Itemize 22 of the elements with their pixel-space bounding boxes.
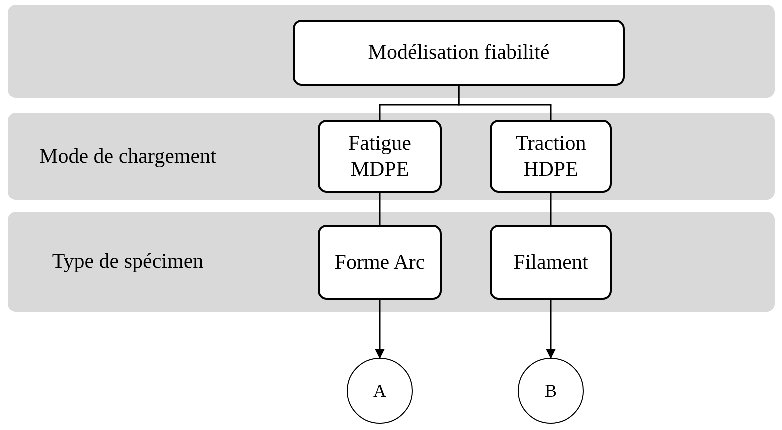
layer-band (8, 113, 775, 200)
node-label: B (544, 380, 557, 402)
node-label: Traction HDPE (514, 131, 588, 182)
process-box (293, 20, 625, 86)
arrow (375, 300, 385, 359)
layer-band (8, 5, 775, 98)
node-label: Fatigue MDPE (348, 131, 412, 182)
node-label: Modélisation fiabilité (368, 40, 550, 66)
node-label: Forme Arc (334, 250, 426, 276)
arrow (546, 300, 556, 359)
process-box (490, 120, 612, 193)
node-label: Filament (514, 250, 588, 276)
node-label: A (374, 380, 386, 402)
connector-line (379, 193, 381, 225)
process-box (318, 120, 442, 193)
connector-line (550, 193, 552, 225)
layer-label: Type de spécimen (51, 248, 205, 276)
process-box (318, 225, 442, 300)
layer-label: Mode de chargement (38, 142, 218, 170)
process-box (490, 225, 612, 300)
layer-band (8, 212, 775, 312)
connector-line (458, 86, 552, 120)
